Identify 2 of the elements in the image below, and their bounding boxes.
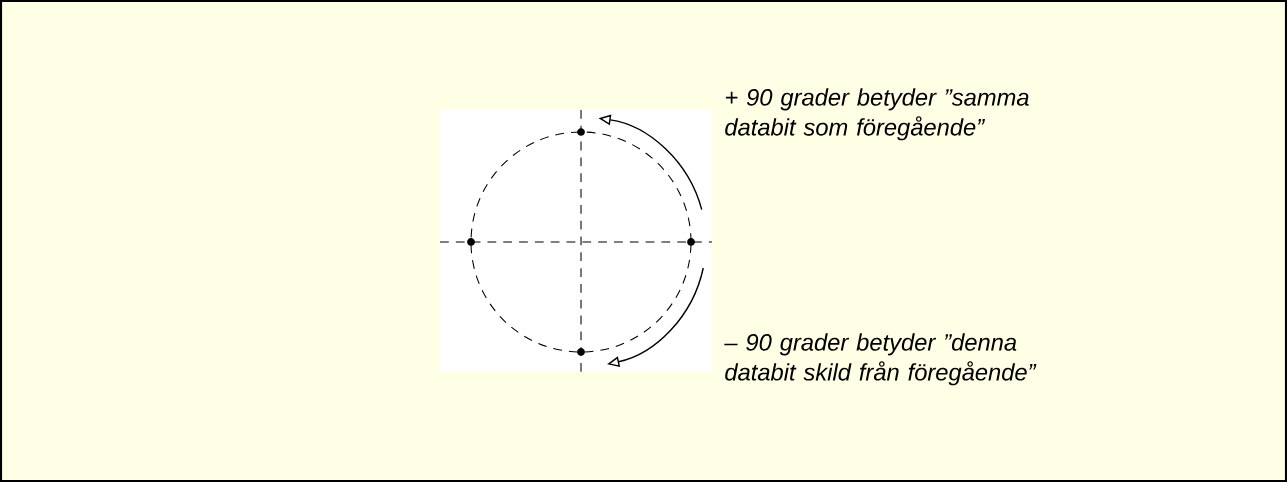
annotation-text: + 90 grader betyder ”samma databit som föregående”	[725, 88, 1029, 141]
annotation-text: – 90 grader betyder ”denna databit skild från föregående”	[724, 333, 1037, 386]
